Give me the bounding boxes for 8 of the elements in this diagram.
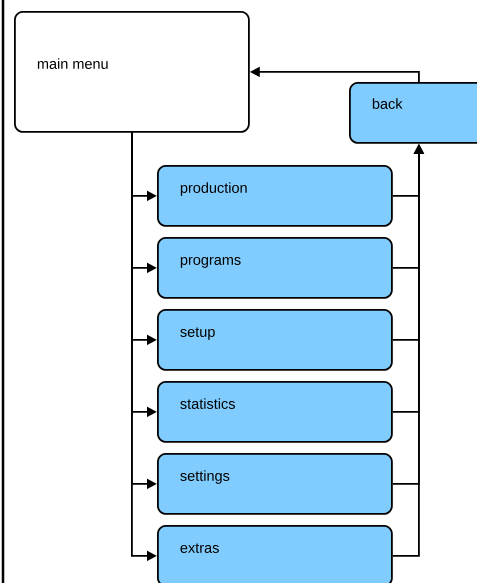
menu-box: main menu [14,11,250,133]
menu-item-box: production [157,165,393,227]
menu-item-box: settings [157,453,393,515]
menu-item-box: setup [157,309,393,371]
menu-item-box: extras [157,525,393,583]
menu-item-box: statistics [157,381,393,443]
menu-item-box: back [349,82,477,144]
menu-item-box: programs [157,237,393,299]
